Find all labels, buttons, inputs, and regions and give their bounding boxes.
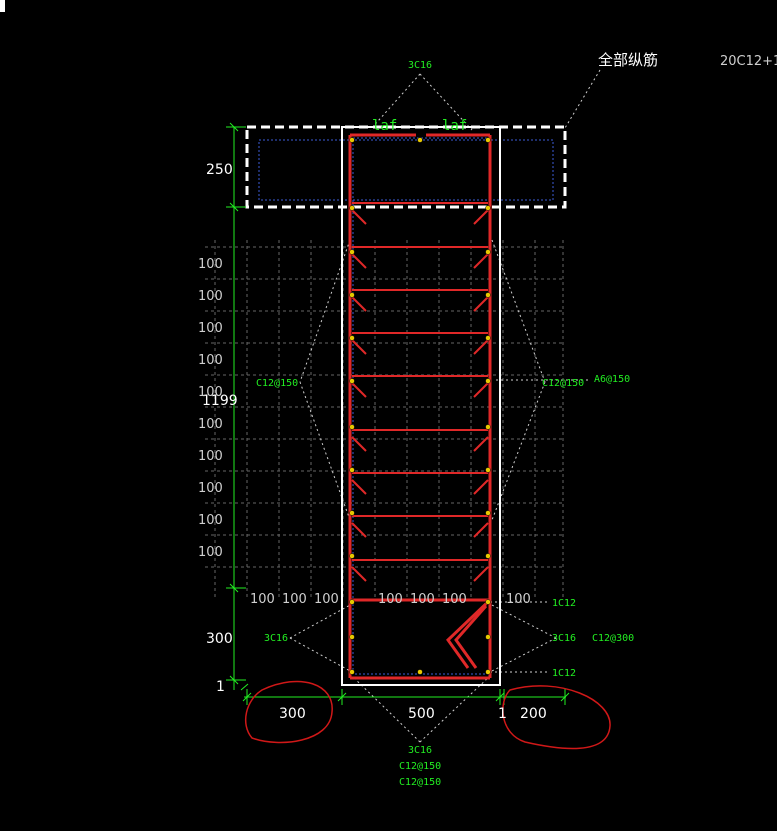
- markup-circle-left: [244, 680, 333, 744]
- dim-right-width: 200: [520, 706, 547, 722]
- dimension-lines: [226, 122, 570, 705]
- grid-label: 100: [198, 481, 223, 496]
- all-rebar-label: 全部纵筋: [598, 51, 658, 69]
- corner-bar-top-label: 1C12: [552, 598, 576, 609]
- web-height-dim: 1199: [202, 393, 238, 409]
- bottom-stirrup-label-2: C12@150: [399, 777, 441, 788]
- rebar-cage: [348, 133, 492, 680]
- flange-height-dim: 250: [206, 162, 233, 178]
- grid-label: 100: [314, 592, 339, 607]
- grid-label: 100: [250, 592, 275, 607]
- web-side-left-label: C12@150: [256, 378, 298, 389]
- grid-label: 100: [198, 289, 223, 304]
- grid-label: 100: [282, 592, 307, 607]
- web-side-right-label: C12@150: [542, 378, 584, 389]
- total-rebar-spec: 20C12+1: [720, 54, 777, 69]
- dim-right-offset: 1: [498, 706, 507, 722]
- side-bar-left-label: 3C16: [264, 633, 288, 644]
- anchor-right-label: laf: [442, 118, 467, 134]
- web-stirrups: [352, 202, 488, 561]
- grid-label: 100: [198, 353, 223, 368]
- background-grid: [205, 240, 565, 600]
- grid-labels-left: 100 100 100 100 100 100 100 100 100 100: [198, 257, 223, 560]
- markup-circle-right: [502, 685, 611, 750]
- dim-left-width: 300: [279, 706, 306, 722]
- grid-label: 100: [410, 592, 435, 607]
- grid-label: 100: [198, 513, 223, 528]
- grid-label: 100: [198, 545, 223, 560]
- side-bar-right-label: 3C16: [552, 633, 576, 644]
- bottom-offset-dim: 1: [216, 679, 225, 695]
- corner-bar-bottom-label: 1C12: [552, 668, 576, 679]
- bottom-stirrup-label: C12@300: [592, 633, 634, 644]
- grid-label: 100: [198, 385, 223, 400]
- grid-label: 100: [198, 321, 223, 336]
- bottom-stirrup-label-1: C12@150: [399, 761, 441, 772]
- anchor-left-label: laf: [372, 118, 397, 134]
- dim-center-width: 500: [408, 706, 435, 722]
- flange-outline: [245, 125, 567, 209]
- grid-label: 100: [198, 417, 223, 432]
- grid-labels-bottom: 100 100 100 100 100 100 100: [250, 592, 531, 607]
- bottom-height-dim: 300: [206, 631, 233, 647]
- grid-label: 100: [506, 592, 531, 607]
- window-edge-marker: [0, 0, 5, 12]
- rebar-nodes: [349, 137, 491, 675]
- bottom-bar-label: 3C16: [408, 745, 432, 756]
- web-stirrup-label: A6@150: [594, 374, 630, 385]
- web-outline: [341, 126, 501, 686]
- grid-label: 100: [198, 257, 223, 272]
- top-rebar-label: 3C16: [408, 60, 432, 71]
- grid-label: 100: [378, 592, 403, 607]
- grid-label: 100: [198, 449, 223, 464]
- markup-circles: [244, 680, 611, 750]
- tie-hooks: [351, 209, 489, 582]
- grid-label: 100: [442, 592, 467, 607]
- flange-inner-outline: [258, 139, 554, 201]
